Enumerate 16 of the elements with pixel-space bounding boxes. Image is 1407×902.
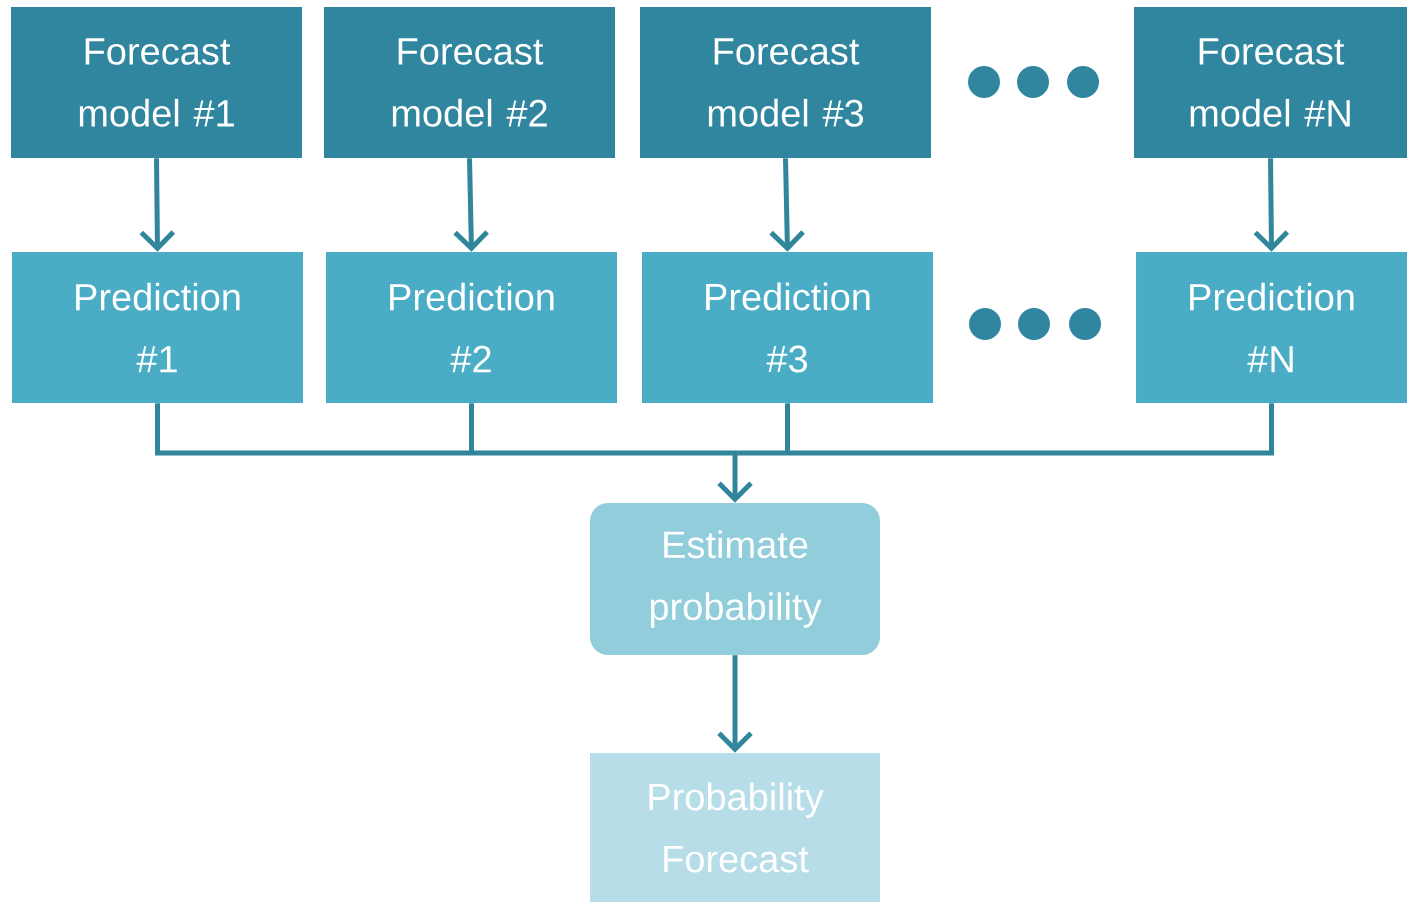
prediction-box: Prediction #2 xyxy=(326,252,617,403)
arrow xyxy=(453,158,489,252)
model-box: Forecast model #3 xyxy=(640,7,931,158)
process-box: Estimate probability xyxy=(590,503,880,655)
arrow xyxy=(1253,158,1290,252)
arrow xyxy=(769,158,805,252)
model-box: Forecast model #N xyxy=(1134,7,1407,158)
result-box: Probability Forecast xyxy=(590,753,880,902)
arrow xyxy=(139,158,176,252)
prediction-box: Prediction #1 xyxy=(12,252,303,403)
prediction-box: Prediction #3 xyxy=(642,252,933,403)
arrow xyxy=(152,400,1277,503)
model-box: Forecast model #2 xyxy=(324,7,615,158)
prediction-box: Prediction #N xyxy=(1136,252,1407,403)
arrow xyxy=(717,655,753,753)
model-box: Forecast model #1 xyxy=(11,7,302,158)
